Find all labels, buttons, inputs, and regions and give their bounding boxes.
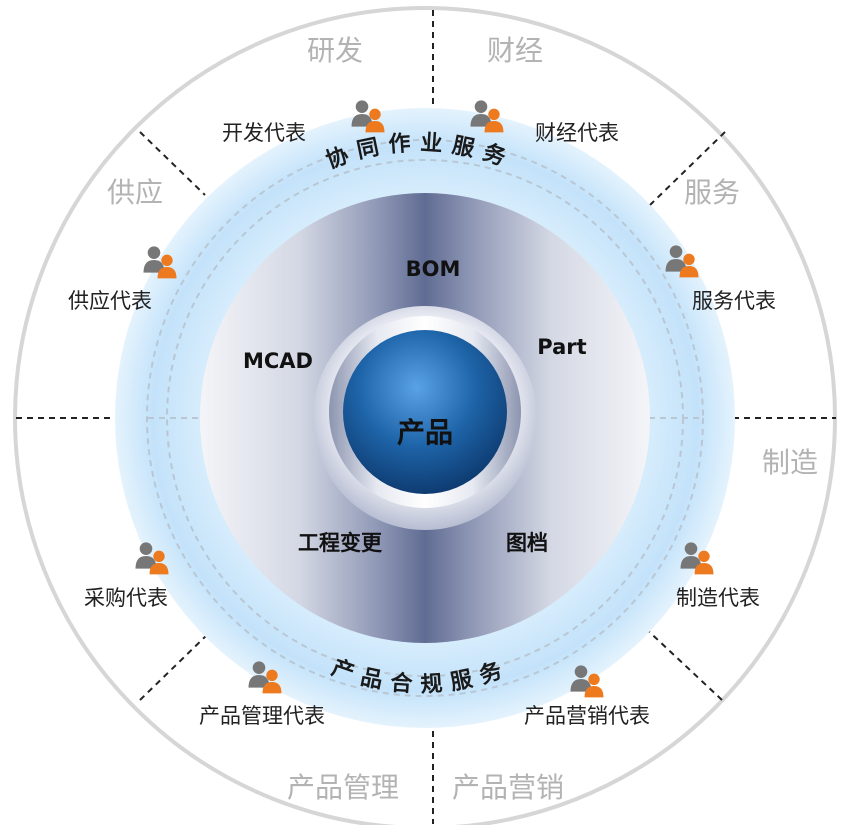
rep-rd-label: 开发代表 (222, 121, 306, 145)
segment-finance: 财经 (487, 34, 543, 67)
module-mcad: MCAD (243, 349, 313, 373)
people-icon (680, 542, 714, 575)
rep-product-marketing-label: 产品营销代表 (524, 704, 650, 728)
people-icon (143, 246, 177, 279)
rep-finance-label: 财经代表 (535, 121, 619, 145)
segment-rd: 研发 (307, 34, 363, 67)
rep-procurement-label: 采购代表 (84, 586, 168, 610)
people-icon (135, 542, 169, 575)
core-sphere (343, 330, 507, 494)
core-label: 产品 (397, 416, 453, 449)
module-drawings: 图档 (506, 531, 548, 555)
people-icon (665, 245, 699, 278)
rep-product-management-label: 产品管理代表 (199, 704, 325, 728)
people-icon (470, 100, 504, 133)
people-icon (351, 100, 385, 133)
module-ecn: 工程变更 (298, 531, 383, 555)
people-icon (248, 661, 282, 694)
segment-manufacturing: 制造 (762, 446, 818, 479)
segment-service: 服务 (684, 176, 740, 209)
rep-service-label: 服务代表 (692, 289, 776, 313)
segment-dividers (16, 10, 836, 824)
rep-supply-label: 供应代表 (68, 289, 152, 313)
module-bom: BOM (406, 257, 461, 281)
segment-product-marketing: 产品营销 (452, 771, 564, 804)
module-part: Part (537, 335, 586, 359)
rep-manufacturing-label: 制造代表 (676, 586, 760, 610)
people-icon (570, 665, 604, 698)
segment-supply: 供应 (107, 176, 163, 209)
service-band-inner-dash (146, 139, 704, 697)
segment-product-management: 产品管理 (287, 771, 399, 804)
